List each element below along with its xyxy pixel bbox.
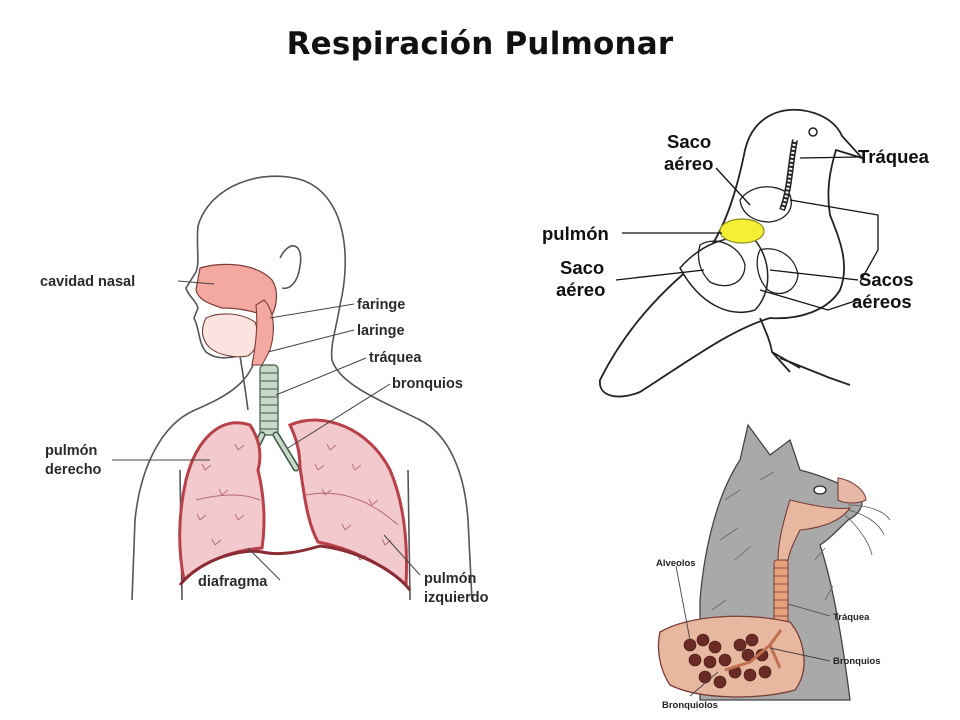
bird-leg [759,317,851,386]
label-faringe: faringe [357,297,405,313]
label-diafragma: diafragma [198,574,268,590]
human-figure: cavidad nasal faringe laringe tráquea br… [40,175,489,606]
cat-bronchi [724,629,783,672]
human-diaphragm [178,544,412,591]
bird-lung [719,218,765,244]
human-lung-texture [196,443,392,561]
human-trachea-rings [260,372,278,430]
label-saco-aereo-bottom-1: Saco [560,257,604,278]
label-saco-aereo-bottom-2: aéreo [556,279,605,300]
bird-wing [679,236,769,314]
label-bronquiolos: Bronquiolos [662,700,718,711]
label-traquea-ave: Tráquea [858,146,930,167]
label-traquea-gato: Tráquea [833,612,870,623]
bird-air-sac-rear [756,248,799,295]
label-traquea-humano: tráquea [369,350,422,366]
cat-alveoli [683,633,772,689]
label-saco-aereo-top-2: aéreo [664,153,713,174]
label-saco-aereo-top-1: Saco [667,131,711,152]
label-pulmon-ave: pulmón [542,223,609,244]
label-sacos-aereos-1: Sacos [859,269,914,290]
cat-airway [777,499,852,561]
bird-eye [808,127,818,137]
human-leader-lines [112,280,421,581]
cat-trachea-rings [774,567,788,617]
page-title: Respiración Pulmonar [286,26,674,62]
human-pharynx [251,299,274,366]
cat-whiskers [844,504,891,556]
human-face-outline [185,225,249,411]
label-pulmon-derecho-1: pulmón [45,443,97,459]
label-bronquios-humano: bronquios [392,376,463,392]
cat-leader-lines [675,565,831,697]
bird-air-sac-upper [739,186,792,223]
bird-leader-lines [615,156,879,311]
cat-snout [837,477,867,504]
label-pulmon-izquierdo-2: izquierdo [424,590,489,606]
human-arm-right [407,469,411,601]
cat-lung [657,615,805,698]
label-alveolos: Alveolos [656,558,696,569]
label-laringe: laringe [357,323,405,339]
label-bronquios-gato: Bronquios [833,656,881,667]
label-sacos-aereos-2: aéreos [852,291,912,312]
human-ear [279,245,302,290]
human-body-outline [131,175,473,601]
human-lung-left [287,418,409,589]
bird-figure: Saco aéreo Tráquea pulmón Saco aéreo Sac… [542,108,930,398]
label-pulmon-derecho-2: derecho [45,462,102,478]
human-mouth [201,313,259,358]
cat-eye [813,485,827,495]
cat-figure: Alveolos Tráquea Bronquios Bronquiolos [656,423,891,711]
bird-air-sac-lower [697,240,746,287]
human-trachea [259,364,279,436]
label-cavidad-nasal: cavidad nasal [40,274,135,290]
label-pulmon-izquierdo-1: pulmón [424,571,476,587]
